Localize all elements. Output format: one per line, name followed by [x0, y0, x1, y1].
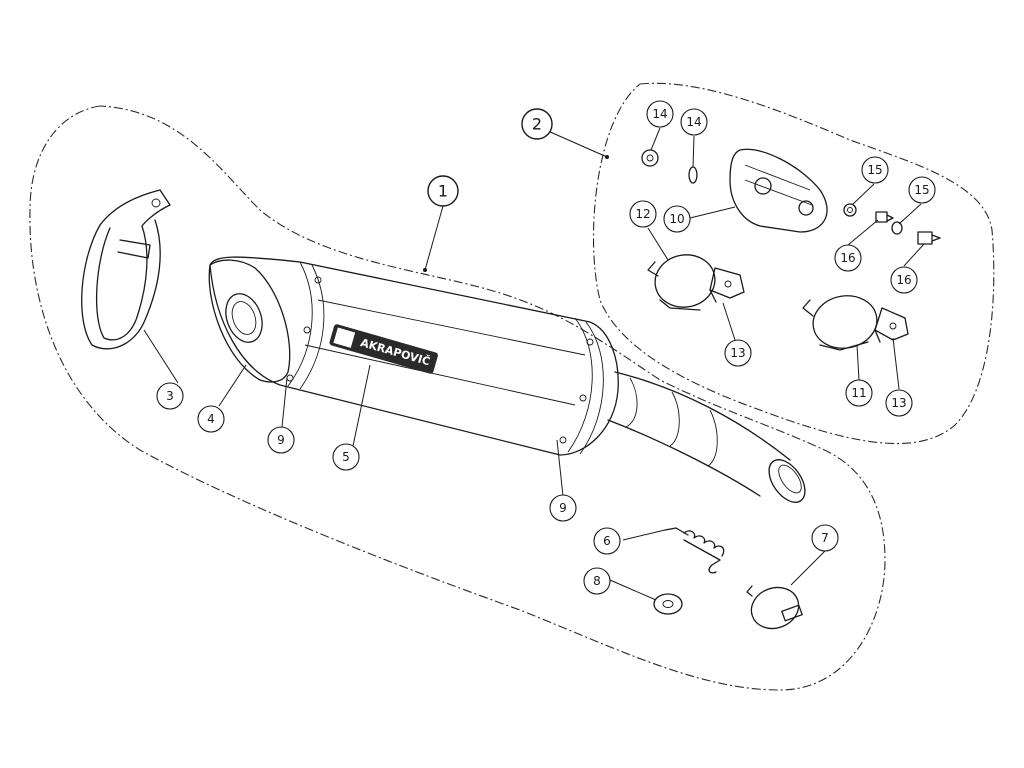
svg-text:14: 14: [686, 115, 701, 129]
svg-text:7: 7: [821, 531, 829, 545]
svg-text:9: 9: [559, 501, 567, 515]
svg-text:16: 16: [840, 251, 855, 265]
svg-text:3: 3: [166, 389, 174, 403]
callout-11: 11: [845, 379, 873, 407]
part-4-end-cap: [208, 259, 291, 383]
callout-14a: 14: [646, 100, 674, 128]
callout-16a: 16: [834, 244, 862, 272]
svg-text:12: 12: [635, 207, 650, 221]
part-3-hanger-bracket: [81, 189, 171, 350]
callout-8: 8: [583, 567, 611, 595]
callout-9a: 9: [267, 426, 295, 454]
part-15a-nut: [843, 203, 857, 217]
part-8-washer: [653, 593, 683, 615]
callout-5: 5: [332, 443, 360, 471]
callout-7: 7: [811, 524, 839, 552]
callout-2: 2: [521, 108, 553, 140]
svg-text:8: 8: [593, 574, 601, 588]
part-10-bracket: [729, 148, 828, 233]
svg-text:15: 15: [867, 163, 882, 177]
callout-15a: 15: [861, 156, 889, 184]
part-7-band-clamp: [746, 585, 803, 630]
part-6-spring: [664, 527, 725, 574]
svg-text:5: 5: [342, 450, 350, 464]
svg-text:9: 9: [277, 433, 285, 447]
svg-text:11: 11: [851, 386, 866, 400]
svg-text:2: 2: [532, 115, 542, 134]
svg-text:10: 10: [669, 212, 684, 226]
part-14a-washer: [641, 149, 659, 167]
svg-text:15: 15: [914, 183, 929, 197]
callout-3: 3: [156, 382, 184, 410]
part-15b-nut: [891, 221, 903, 235]
callout-4: 4: [197, 405, 225, 433]
svg-text:13: 13: [730, 346, 745, 360]
callout-14b: 14: [680, 108, 708, 136]
brand-logo-plate: AKRAPOVIČ: [329, 324, 438, 374]
part-16b-bolt: [917, 231, 941, 245]
callout-15b: 15: [908, 176, 936, 204]
part-5-muffler-body: [209, 256, 619, 456]
callout-10: 10: [663, 205, 691, 233]
svg-text:1: 1: [438, 182, 448, 201]
svg-text:16: 16: [896, 273, 911, 287]
svg-text:14: 14: [652, 107, 667, 121]
part-14b-washer: [688, 166, 698, 184]
part-16a-bolt: [875, 211, 894, 223]
callout-13b: 13: [885, 389, 913, 417]
svg-text:4: 4: [207, 412, 215, 426]
callout-16b: 16: [890, 266, 918, 294]
callout-13a: 13: [724, 339, 752, 367]
assembly-1-outline: [29, 105, 886, 691]
part-12-clamp: [647, 254, 716, 311]
svg-text:13: 13: [891, 396, 906, 410]
part-13b-tab-bracket: [874, 307, 909, 343]
part-13a-tab-bracket: [709, 267, 745, 303]
callout-9b: 9: [549, 494, 577, 522]
callout-6: 6: [593, 527, 621, 555]
leader-lines: [143, 127, 925, 601]
svg-text:6: 6: [603, 534, 611, 548]
link-pipe: [607, 371, 806, 503]
callout-12: 12: [629, 200, 657, 228]
callout-1: 1: [427, 175, 459, 207]
part-11-clamp: [802, 295, 878, 351]
assembly-2-outline: [593, 82, 995, 445]
